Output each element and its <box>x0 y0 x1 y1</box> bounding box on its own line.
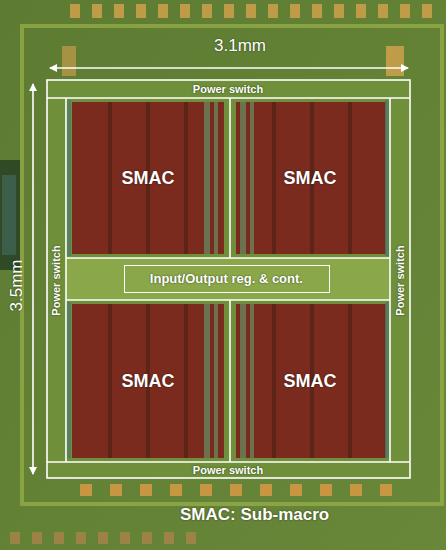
sub-macro-block: SMAC <box>230 300 390 462</box>
sub-macro-block: SMAC <box>230 98 390 258</box>
power-switch-band: Power switch <box>390 98 410 462</box>
macro-label: SMAC <box>122 169 175 187</box>
sub-macro-block: SMAC <box>66 300 230 462</box>
io-control-box: Input/Output reg. & cont. <box>124 265 330 293</box>
region-label: Power switch <box>51 245 62 315</box>
region-label: Power switch <box>193 84 263 95</box>
region-label: Power switch <box>193 465 263 476</box>
region-label: Power switch <box>395 245 406 315</box>
dimension-label: 3.5mm <box>9 259 26 311</box>
macro-label: SMAC <box>122 372 175 390</box>
power-switch-band: Power switch <box>66 80 390 98</box>
macro-label: SMAC <box>284 169 337 187</box>
power-switch-band: Power switch <box>66 462 390 478</box>
power-switch-band: Power switch <box>47 98 66 462</box>
macro-label: SMAC <box>284 372 337 390</box>
region-label: Input/Output reg. & cont. <box>150 272 303 285</box>
legend-note: SMAC: Sub-macro <box>180 506 329 523</box>
sub-macro-block: SMAC <box>66 98 230 258</box>
dimension-label: 3.1mm <box>214 37 266 54</box>
